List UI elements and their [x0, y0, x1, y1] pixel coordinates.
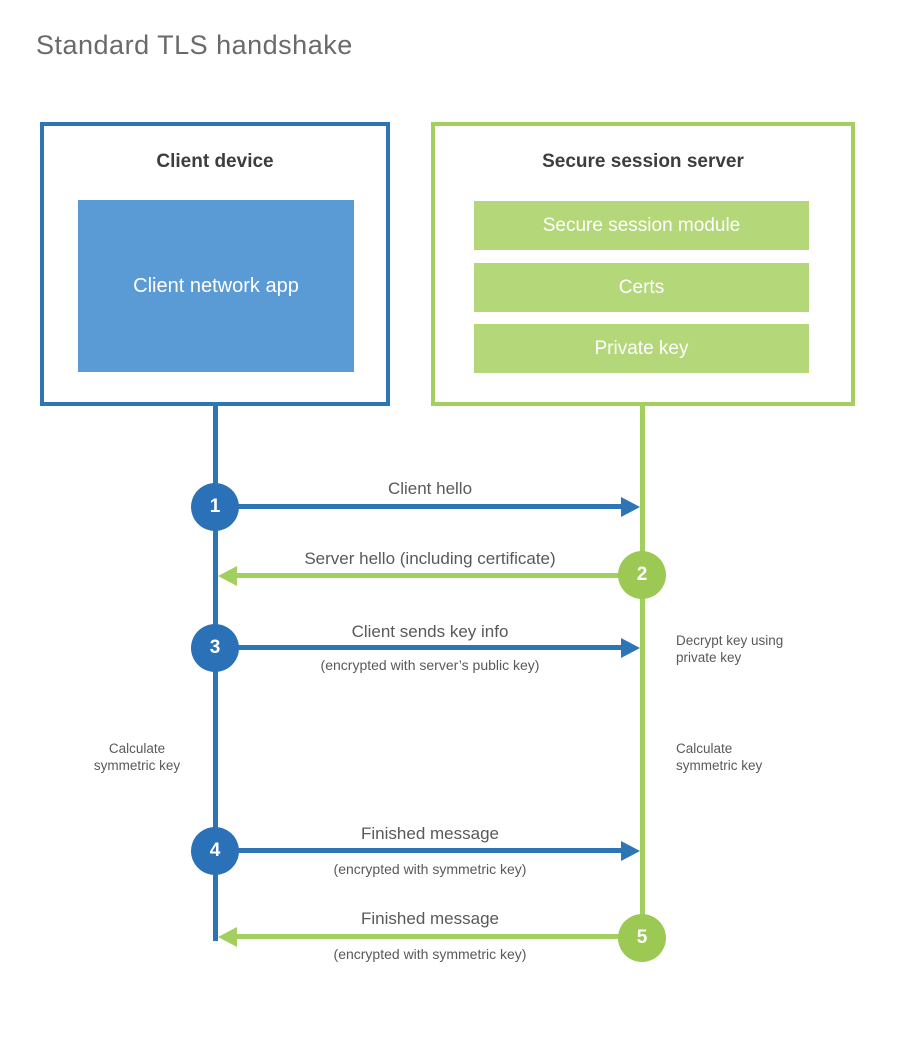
step3-sublabel: (encrypted with server’s public key) [320, 657, 540, 673]
step4-sublabel: (encrypted with symmetric key) [333, 861, 527, 877]
step2-arrow [235, 573, 642, 578]
step3-arrow [215, 645, 622, 650]
secure-session-module-bar: Secure session module [474, 201, 809, 250]
certs-bar: Certs [474, 263, 809, 312]
arrowhead-left-icon [218, 566, 237, 586]
client-device-title: Client device [156, 151, 274, 172]
step5-circle: 5 [618, 914, 666, 962]
step4-circle: 4 [191, 827, 239, 875]
step5-label: Finished message [361, 909, 499, 928]
calculate-symmetric-key-note-server: Calculate symmetric key [676, 741, 763, 773]
private-key-bar: Private key [474, 324, 809, 373]
page-title: Standard TLS handshake [36, 30, 353, 60]
step1-arrow [215, 504, 622, 509]
step2-circle: 2 [618, 551, 666, 599]
step1-circle: 1 [191, 483, 239, 531]
client-lifeline [213, 404, 218, 941]
step3-label: Client sends key info [351, 622, 509, 641]
step5-arrow [235, 934, 642, 939]
arrowhead-right-icon [621, 638, 640, 658]
step4-label: Finished message [361, 824, 499, 843]
arrowhead-left-icon [218, 927, 237, 947]
arrowhead-right-icon [621, 497, 640, 517]
decrypt-key-note: Decrypt key using private key [676, 633, 784, 665]
step1-label: Client hello [387, 479, 473, 498]
step3-circle: 3 [191, 624, 239, 672]
client-network-app-module: Client network app [78, 200, 354, 372]
client-network-app-label: Client network app [133, 274, 299, 297]
step5-sublabel: (encrypted with symmetric key) [333, 946, 527, 962]
step4-arrow [215, 848, 622, 853]
server-lifeline [640, 404, 645, 938]
arrowhead-right-icon [621, 841, 640, 861]
step2-label: Server hello (including certificate) [304, 549, 556, 568]
calculate-symmetric-key-note-client: Calculate symmetric key [93, 741, 181, 773]
secure-session-server-title: Secure session server [542, 151, 744, 172]
secure-session-server-box: Secure session server Secure session mod… [431, 122, 855, 406]
client-device-box: Client device Client network app [40, 122, 390, 406]
